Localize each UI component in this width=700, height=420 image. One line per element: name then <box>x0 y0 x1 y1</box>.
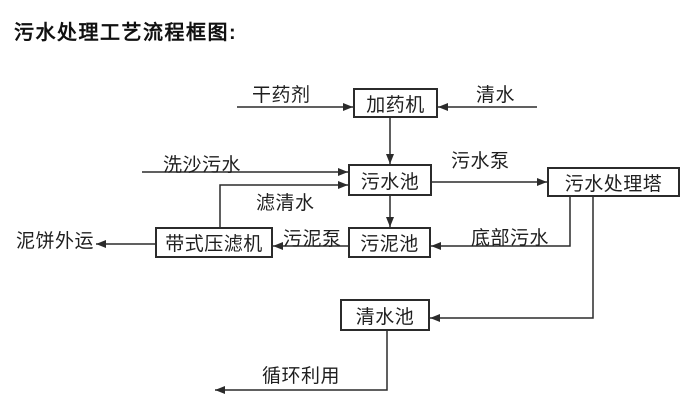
label-bottom-sewage: 底部污水 <box>471 228 550 249</box>
arrow-treatment-tower-to-sludge-pool <box>431 197 571 250</box>
node-belt-filter-press: 带式压滤机 <box>155 227 273 258</box>
node-clean-water-pool: 清水池 <box>340 299 430 331</box>
label-dry-chemical: 干药剂 <box>252 85 311 106</box>
label-sludge-pump: 污泥泵 <box>283 229 342 250</box>
node-treatment-tower: 污水处理塔 <box>547 167 680 197</box>
label-clean-water: 清水 <box>476 85 516 106</box>
arrow-clean-water-pool-to-recycle <box>215 331 388 394</box>
node-sewage-pool: 污水池 <box>348 164 432 196</box>
arrow-filter-press-to-sewage-pool <box>219 181 348 227</box>
label-recycle-use: 循环利用 <box>262 366 341 387</box>
label-sand-washing-sewage: 洗沙污水 <box>163 155 242 176</box>
node-dosing-machine: 加药机 <box>353 88 438 118</box>
node-sludge-pool: 污泥池 <box>348 227 431 258</box>
page-title: 污水处理工艺流程框图: <box>14 22 238 44</box>
label-filtered-water: 滤清水 <box>256 193 315 214</box>
label-mud-cake-out: 泥饼外运 <box>16 231 95 252</box>
label-sewage-pump: 污水泵 <box>451 151 510 172</box>
arrow-treatment-tower-to-clean-water-pool <box>430 197 594 322</box>
